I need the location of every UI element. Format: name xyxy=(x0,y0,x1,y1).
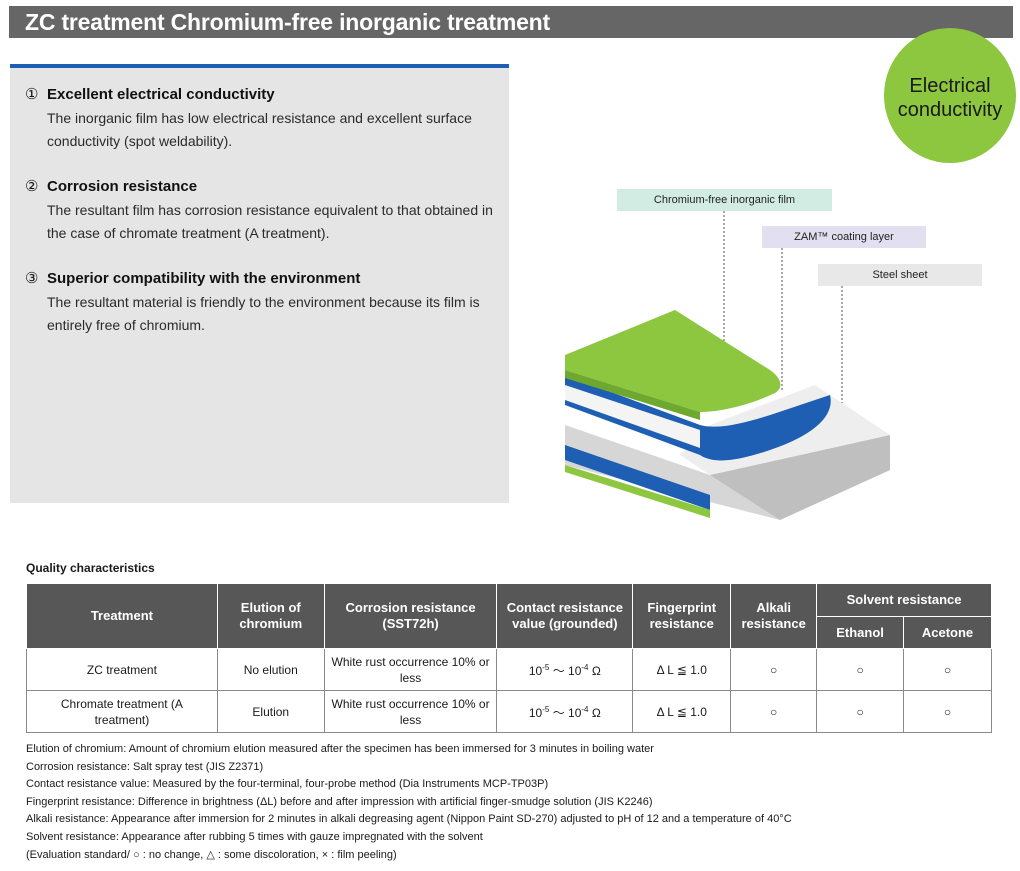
feature-title-text: Superior compatibility with the environm… xyxy=(47,270,361,287)
cell-fingerprint: Δ L ≦ 1.0 xyxy=(632,690,732,733)
table-header-row: Treatment Elution of chromium Corrosion … xyxy=(26,583,992,649)
feature-title-text: Excellent electrical conductivity xyxy=(47,86,275,103)
cell-ethanol: ○ xyxy=(816,690,905,733)
note-line: (Evaluation standard/ ○ : no change, △ :… xyxy=(26,848,397,861)
cell-acetone: ○ xyxy=(903,648,992,691)
note-line: Corrosion resistance: Salt spray test (J… xyxy=(26,760,264,773)
header-alkali: Alkali resistance xyxy=(730,583,818,649)
film-top-edge xyxy=(565,370,700,420)
feature-title-text: Corrosion resistance xyxy=(47,178,198,195)
feature-title: ③ Superior compatibility with the environ… xyxy=(25,269,505,289)
steel-gap-stripe xyxy=(565,385,700,448)
feature-description: The inorganic film has low electrical re… xyxy=(47,110,472,149)
film-bottom-layer xyxy=(565,465,710,518)
header-contact: Contact resistance value (grounded) xyxy=(496,583,634,649)
zam-top-layer xyxy=(565,375,831,461)
cell-fingerprint: Δ L ≦ 1.0 xyxy=(632,648,732,691)
cell-elution: Elution xyxy=(216,690,325,733)
feature-description: The resultant film has corrosion resista… xyxy=(47,202,493,241)
feature-number: ① xyxy=(25,86,39,103)
cell-alkali: ○ xyxy=(730,690,818,733)
cell-elution: No elution xyxy=(216,648,325,691)
notes-block: Elution of chromium: Amount of chromium … xyxy=(26,741,792,864)
feature-panel: ① Excellent electrical conductivity The i… xyxy=(10,64,509,503)
feature-item: ③ Superior compatibility with the environ… xyxy=(25,269,505,337)
feature-title: ② Corrosion resistance xyxy=(25,177,505,197)
note-line: Alkali resistance: Appearance after imme… xyxy=(26,813,792,826)
note-line: Elution of chromium: Amount of chromium … xyxy=(26,743,654,755)
table-row: Chromate treatment (A treatment) Elution… xyxy=(26,690,992,733)
header-treatment: Treatment xyxy=(26,583,218,649)
label-inorganic-film: Chromium-free inorganic film xyxy=(617,189,832,211)
cell-corrosion: White rust occurrence 10% or less xyxy=(323,648,498,691)
header-fingerprint: Fingerprint resistance xyxy=(632,583,732,649)
cell-corrosion: White rust occurrence 10% or less xyxy=(323,690,498,733)
header-acetone: Acetone xyxy=(903,616,992,649)
layer-cross-section-diagram xyxy=(565,211,890,520)
cell-contact: 10-5 ～ 10-4 Ω xyxy=(496,648,634,691)
header-elution: Elution of chromium xyxy=(216,583,325,649)
cell-contact: 10-5 ～ 10-4 Ω xyxy=(496,690,634,733)
header-ethanol: Ethanol xyxy=(816,616,905,649)
quality-table: Treatment Elution of chromium Corrosion … xyxy=(26,583,992,733)
note-line: Contact resistance value: Measured by th… xyxy=(26,778,549,791)
feature-description: The resultant material is friendly to th… xyxy=(47,294,480,333)
electrical-conductivity-badge: Electrical conductivity xyxy=(884,28,1016,163)
feature-number: ② xyxy=(25,178,39,195)
badge-line-2: conductivity xyxy=(897,99,1003,121)
note-line: Fingerprint resistance: Difference in br… xyxy=(26,795,653,808)
feature-item: ② Corrosion resistance The resultant film… xyxy=(25,177,505,245)
feature-number: ③ xyxy=(25,270,39,287)
label-zam-coating: ZAM™ coating layer xyxy=(762,226,926,248)
zam-bottom-layer xyxy=(565,445,710,510)
header-solvent: Solvent resistance xyxy=(816,583,992,617)
table-subheader-row: Ethanol Acetone xyxy=(27,616,992,649)
label-steel-sheet: Steel sheet xyxy=(818,264,982,286)
film-top-layer xyxy=(565,310,781,412)
cell-ethanol: ○ xyxy=(816,648,905,691)
badge-line-1: Electrical xyxy=(909,75,991,97)
cell-treatment: ZC treatment xyxy=(26,648,218,691)
feature-title: ① Excellent electrical conductivity xyxy=(25,85,505,105)
steel-side-face xyxy=(710,435,890,520)
cell-treatment: Chromate treatment (A treatment) xyxy=(26,690,218,733)
table-row: ZC treatment No elution White rust occur… xyxy=(26,648,992,691)
quality-section-title: Quality characteristics xyxy=(26,561,155,575)
cell-acetone: ○ xyxy=(903,690,992,733)
cell-alkali: ○ xyxy=(730,648,818,691)
feature-item: ① Excellent electrical conductivity The i… xyxy=(25,85,505,153)
title-bar: ZC treatment Chromium-free inorganic tre… xyxy=(9,6,1013,38)
page-title: ZC treatment Chromium-free inorganic tre… xyxy=(25,9,550,35)
header-corrosion: Corrosion resistance (SST72h) xyxy=(323,583,498,649)
note-line: Solvent resistance: Appearance after rub… xyxy=(26,830,483,843)
